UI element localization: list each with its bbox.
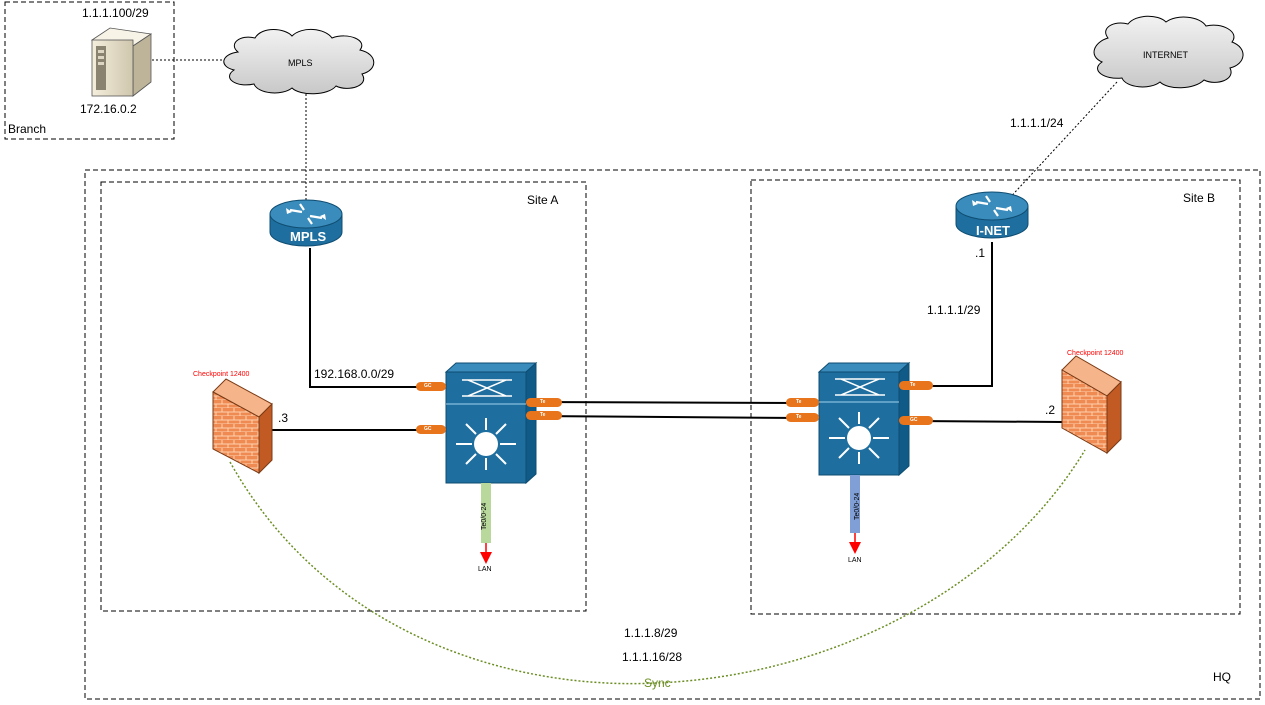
server-icon [90,27,153,97]
firewall-b-icon [1061,355,1122,455]
port-a-gc-top [416,382,446,391]
branch-label: Branch [8,122,47,136]
firewall-a-label: Checkpoint 12400 [193,371,250,378]
mpls-router-label: MPLS [290,229,327,244]
mpls-router-icon [269,199,343,247]
port-a-gc-bottom [416,425,446,434]
internet-cloud-label: INTERNET [1143,50,1188,60]
port-b-gc-right [899,416,933,425]
switch-a-icon [444,361,538,485]
port-a-te-top [526,398,562,407]
trunk-link-2 [532,415,801,419]
port-a-te-bottom-label: Te [540,412,546,418]
port-b-te-top-label: Te [796,399,802,405]
port-b-gc-right-label: GC [910,417,918,423]
lan-b-label: LAN [848,557,862,564]
firewall-a-icon [212,378,273,475]
port-a-gc-top-label: GC [424,383,432,389]
sync-link [229,449,1086,685]
wan-link-subnet: 1.1.1.1/24 [1010,116,1064,130]
hq-net-1: 1.1.1.8/29 [624,626,678,640]
port-a-gc-bottom-label: GC [424,426,432,432]
site-a-box [100,181,587,612]
port-b-te-right [899,381,933,390]
lan-b-bar [850,475,860,533]
lan-a-bar [481,483,491,543]
internet-cloud [1093,15,1244,89]
mpls-router-switch-link [309,248,430,388]
firewall-a-ip: .3 [278,411,289,425]
port-b-te-bottom [786,413,819,422]
site-b-box [750,179,1241,615]
port-b-te-bottom-label: Te [796,414,802,420]
mpls-cloud [223,29,375,95]
branch-ip-top: 1.1.1.100/29 [82,6,149,20]
inet-router-switch-link [915,242,993,387]
firewall-b-label: Checkpoint 12400 [1067,350,1124,357]
sync-label: Sync [644,676,671,690]
port-b-te-top [786,398,819,407]
inet-link-subnet: 1.1.1.1/29 [927,303,981,317]
mpls-cloud-label: MPLS [288,58,313,68]
site-a-label: Site A [527,193,559,207]
lan-a-label: LAN [478,566,492,573]
port-b-te-right-label: Te [910,382,916,388]
hq-net-2: 1.1.1.16/28 [622,650,683,664]
site-b-label: Site B [1183,191,1216,205]
port-a-te-top-label: Te [540,399,546,405]
inet-router-ip: .1 [975,246,986,260]
switch-b-fw-link [914,420,1063,423]
trunk-link-1 [532,401,801,404]
mpls-link-subnet: 192.168.0.0/29 [314,367,395,381]
hq-box [84,169,1261,700]
firewall-b-ip: .2 [1045,403,1056,417]
port-a-te-bottom [526,411,562,420]
hq-label: HQ [1213,670,1231,684]
inet-router-label: I-NET [976,223,1010,238]
switch-b-icon [817,361,911,477]
branch-ip-bottom: 172.16.0.2 [80,102,137,116]
branch-box [4,1,175,140]
inet-router-icon [955,191,1029,239]
internet-router-link [1004,81,1118,204]
